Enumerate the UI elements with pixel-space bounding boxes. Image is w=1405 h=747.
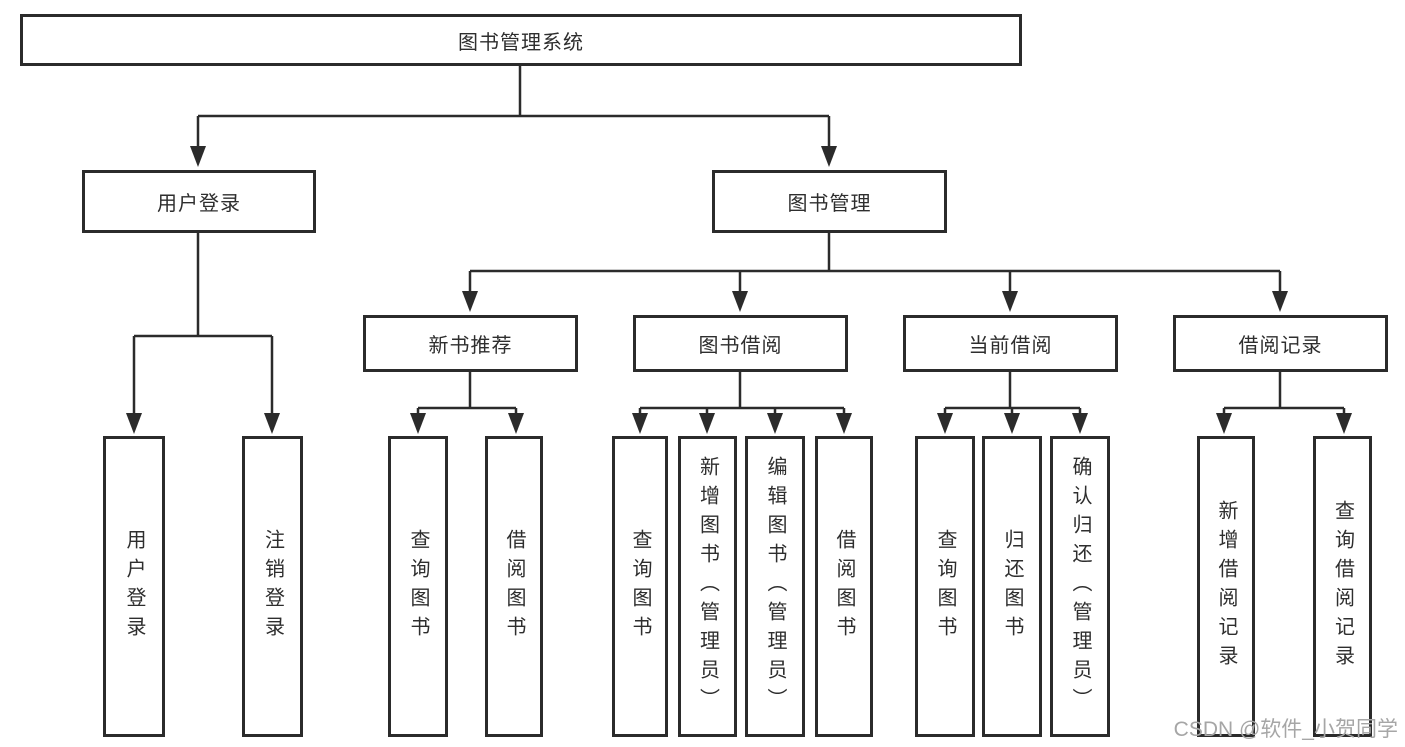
arrowheads	[126, 146, 1352, 434]
leaf-current-query-books: 查询图书	[915, 436, 975, 737]
leaf-records-add-record-label: 新增借阅记录	[1215, 499, 1237, 674]
leaf-borrowing-borrow-books: 借阅图书	[815, 436, 873, 737]
leaf-current-confirm-return: 确认归还（管理员）	[1050, 436, 1110, 737]
leaf-current-return-books: 归还图书	[982, 436, 1042, 737]
leaf-current-query-books-label: 查询图书	[934, 528, 956, 645]
leaf-current-return-books-label: 归还图书	[1001, 528, 1023, 645]
node-current-borrowing-label: 当前借阅	[968, 335, 1053, 357]
leaf-user-login-label: 用户登录	[123, 528, 145, 645]
leaf-logout-label: 注销登录	[261, 528, 284, 645]
leaf-borrowing-add-books-label: 新增图书（管理员）	[696, 456, 719, 717]
leaf-records-query-record: 查询借阅记录	[1313, 436, 1372, 737]
node-book-management: 图书管理	[712, 170, 947, 233]
leaf-borrowing-query-books: 查询图书	[612, 436, 668, 737]
node-new-book-recommend-label: 新书推荐	[428, 335, 513, 357]
node-new-book-recommend: 新书推荐	[363, 315, 578, 372]
leaf-records-add-record: 新增借阅记录	[1197, 436, 1255, 737]
node-borrow-records: 借阅记录	[1173, 315, 1388, 372]
node-user-login: 用户登录	[82, 170, 316, 233]
node-book-borrowing-label: 图书借阅	[698, 335, 783, 357]
node-root-label: 图书管理系统	[458, 31, 584, 54]
leaf-borrowing-edit-books: 编辑图书（管理员）	[745, 436, 805, 737]
csdn-watermark: CSDN @软件_小贺同学	[1173, 718, 1398, 741]
leaf-recommend-query-books: 查询图书	[388, 436, 448, 737]
leaf-logout: 注销登录	[242, 436, 303, 737]
leaf-borrowing-add-books: 新增图书（管理员）	[678, 436, 737, 737]
leaf-borrowing-borrow-books-label: 借阅图书	[833, 528, 855, 645]
leaf-current-confirm-return-label: 确认归还（管理员）	[1069, 456, 1091, 717]
leaf-records-query-record-label: 查询借阅记录	[1331, 499, 1354, 674]
node-book-management-label: 图书管理	[787, 193, 872, 215]
node-borrow-records-label: 借阅记录	[1238, 335, 1323, 357]
leaf-borrowing-query-books-label: 查询图书	[629, 528, 651, 645]
leaf-user-login: 用户登录	[103, 436, 165, 737]
leaf-recommend-borrow-books-label: 借阅图书	[503, 528, 525, 645]
leaf-borrowing-edit-books-label: 编辑图书（管理员）	[764, 456, 786, 717]
node-book-borrowing: 图书借阅	[633, 315, 848, 372]
node-root: 图书管理系统	[20, 14, 1022, 66]
node-user-login-label: 用户登录	[157, 193, 241, 215]
leaf-recommend-query-books-label: 查询图书	[407, 528, 429, 645]
leaf-recommend-borrow-books: 借阅图书	[485, 436, 543, 737]
node-current-borrowing: 当前借阅	[903, 315, 1118, 372]
